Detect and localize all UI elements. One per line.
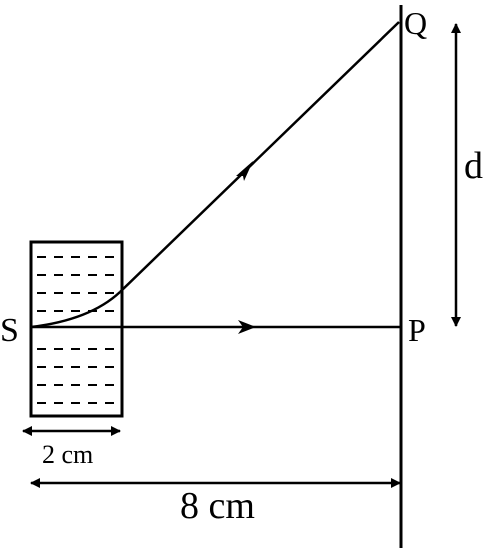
label-q: Q (404, 5, 427, 41)
slab-dashes (37, 256, 118, 404)
label-d: d (464, 145, 483, 187)
ray-to-q-arrow (236, 161, 253, 181)
ray-slab-to-q (119, 21, 400, 293)
label-s: S (0, 312, 19, 349)
glass-slab (29, 240, 124, 418)
label-p: P (408, 312, 426, 348)
ray-s-to-p-arrow (238, 320, 256, 334)
label-slab-width: 2 cm (42, 440, 93, 469)
ray-curve-in-slab (30, 291, 121, 329)
label-total-distance: 8 cm (180, 485, 255, 527)
